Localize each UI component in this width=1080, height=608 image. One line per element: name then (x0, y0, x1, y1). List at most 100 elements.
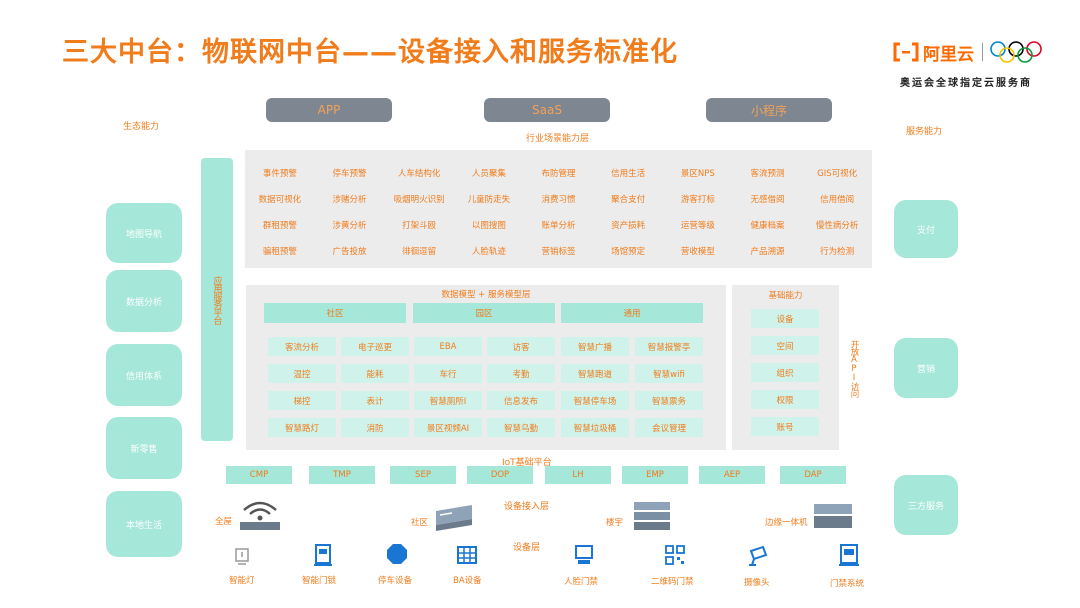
data-model-cell: 智慧wifi (635, 364, 703, 383)
access-edge-box-label: 边缘一体机 (765, 518, 808, 528)
industry-cell: 事件预警 (262, 169, 297, 179)
brand-tagline: 奥运会全球指定云服务商 (900, 78, 1032, 89)
industry-cell: 信用借阅 (820, 195, 855, 205)
smart-light-icon (235, 548, 249, 565)
data-model-header: 社区 (264, 303, 406, 323)
data-model-cell: 智慧乌勤 (487, 418, 555, 437)
data-model-label: 数据模型 + 服务模型层 (441, 290, 531, 300)
data-model-cell: 智慧停车场 (561, 391, 629, 410)
service-capability-label: 服务能力 (906, 127, 943, 137)
industry-cell: 景区NPS (680, 169, 715, 179)
data-model-cell: 智慧跑道 (561, 364, 629, 383)
industry-cell: 场馆预定 (611, 247, 646, 257)
industry-cell: 涉黄分析 (332, 221, 367, 231)
industry-cell: 布防管理 (541, 169, 576, 179)
data-model-header: 通用 (561, 303, 703, 323)
app-service-platform: 应用服务平台 (201, 158, 233, 441)
data-model-cell: 客流分析 (268, 337, 336, 356)
data-model-cell: 智慧路灯 (268, 418, 336, 437)
industry-cell: 广告投放 (332, 247, 367, 257)
iot-strip-item: EMP (622, 466, 688, 484)
basic-capability-item: 账号 (751, 417, 819, 436)
industry-cell: 群租预警 (262, 221, 297, 231)
industry-cell: 以图搜图 (471, 221, 506, 231)
industry-cell: 健康档案 (750, 221, 785, 231)
device-label-access-system: 门禁系统 (830, 579, 865, 589)
industry-cell: 涉赌分析 (332, 195, 367, 205)
left-box-data-analysis: 数据分析 (106, 270, 182, 332)
camera-icon (749, 545, 768, 566)
industry-cell: 慢性病分析 (815, 221, 859, 231)
industry-cell: 徘徊逗留 (402, 247, 437, 257)
app-service-platform-label: 应用服务平台 (211, 275, 222, 324)
smart-lock-icon (314, 544, 332, 566)
data-model-cell: 智慧垃圾桶 (561, 418, 629, 437)
industry-cell: 停车预警 (332, 169, 367, 179)
left-box-credit-system: 信用体系 (106, 344, 182, 406)
data-model-cell: 车行 (414, 364, 482, 383)
iot-strip-item: CMP (226, 466, 292, 484)
industry-cell: 人员聚集 (471, 169, 506, 179)
server-rack-icon (634, 502, 670, 530)
industry-cell: 营销标签 (541, 247, 576, 257)
right-box-marketing: 营销 (894, 338, 958, 398)
open-api-label: 开放API访问 (849, 340, 859, 397)
data-model-header: 园区 (413, 303, 555, 323)
access-building-label: 楼宇 (606, 518, 624, 528)
face-access-icon (575, 545, 593, 564)
data-model-cell: 景区视频AI (414, 418, 482, 437)
miniprogram-pill: 小程序 (706, 98, 832, 122)
data-model-cell: EBA (414, 337, 482, 356)
industry-cell: 儿童防走失 (467, 195, 511, 205)
access-community-label: 社区 (411, 518, 429, 528)
data-model-cell: 能耗 (341, 364, 409, 383)
app-pill: APP (266, 98, 392, 122)
community-gateway-icon (436, 505, 472, 531)
industry-cell: 打架斗殴 (402, 221, 437, 231)
industry-cell: 吸烟明火识别 (393, 195, 445, 205)
iot-strip-item: AEP (699, 466, 765, 484)
device-label-parking: 停车设备 (378, 576, 413, 586)
industry-cell: 资产损耗 (611, 221, 646, 231)
industry-cell: 信用生活 (611, 169, 646, 179)
device-layer-label: 设备层 (513, 543, 541, 553)
industry-cell: 骗租预警 (262, 247, 297, 257)
data-model-cell: 会议管理 (635, 418, 703, 437)
industry-cell: 无感借阅 (750, 195, 785, 205)
industry-cell: 人脸轨迹 (471, 247, 506, 257)
industry-cell: 聚合支付 (611, 195, 646, 205)
left-box-new-retail: 新零售 (106, 417, 182, 479)
data-model-cell: 梯控 (268, 391, 336, 410)
basic-capability-item: 空间 (751, 336, 819, 355)
iot-strip-item: TMP (309, 466, 375, 484)
data-model-cell: 考勤 (487, 364, 555, 383)
device-label-qr-access: 二维码门禁 (651, 577, 694, 587)
logo-divider (982, 43, 983, 61)
data-model-cell: 温控 (268, 364, 336, 383)
industry-cell: 营收模型 (680, 247, 715, 257)
industry-cell: 消费习惯 (541, 195, 576, 205)
data-model-cell: 智慧厕所I (414, 391, 482, 410)
data-model-cell: 智慧报警亭 (635, 337, 703, 356)
access-whole-house-label: 全屋 (215, 517, 233, 527)
industry-cell: 人车结构化 (397, 169, 441, 179)
basic-capability-item: 设备 (751, 309, 819, 328)
iot-platform-label: IoT基础平台 (502, 458, 552, 468)
iot-strip-item: LH (545, 466, 611, 484)
device-label-ba: BA设备 (453, 576, 482, 586)
right-box-payment: 支付 (894, 200, 958, 258)
qr-code-icon (665, 545, 685, 565)
industry-cell: 数据可视化 (258, 195, 302, 205)
eco-capability-label: 生态能力 (123, 122, 160, 132)
basic-capability-panel: 基础能力 设备空间组织权限账号 (732, 285, 839, 450)
industry-cell: 客流预测 (750, 169, 785, 179)
device-label-face-access: 人脸门禁 (564, 577, 599, 587)
basic-capability-label: 基础能力 (768, 291, 803, 301)
edge-server-icon (814, 504, 852, 528)
ba-device-icon (457, 546, 477, 564)
data-model-cell: 智慧票务 (635, 391, 703, 410)
wifi-router-icon (240, 501, 280, 530)
device-label-smart-lock: 智能门锁 (302, 576, 337, 586)
